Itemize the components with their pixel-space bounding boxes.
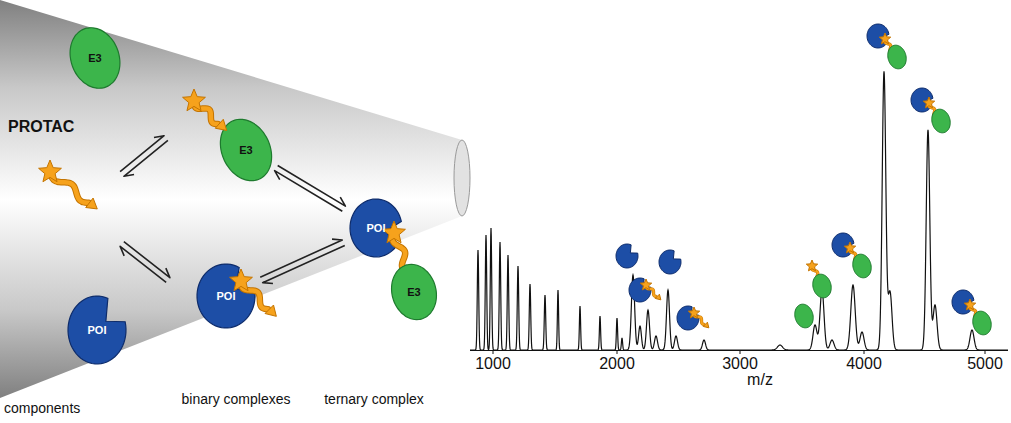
protac-ligand xyxy=(265,305,276,316)
equilibrium-arrow xyxy=(278,166,346,207)
node-label: E3 xyxy=(88,52,101,64)
equilibrium-arrow xyxy=(120,242,170,283)
e3-icon xyxy=(888,45,906,69)
stage-label: components xyxy=(4,401,80,416)
equilibrium-arrow xyxy=(120,136,164,172)
axis-title: m/z xyxy=(747,371,773,389)
e3-ligase: E3 xyxy=(221,117,271,183)
axis-tick xyxy=(740,350,741,354)
e3-icon xyxy=(795,304,813,328)
funnel xyxy=(0,0,462,398)
node-label: POI xyxy=(367,222,386,234)
protac-warhead xyxy=(183,89,206,111)
protac-warhead xyxy=(39,160,62,182)
poi-icon xyxy=(659,250,681,274)
protac-warhead xyxy=(688,307,699,318)
protac-ligand xyxy=(703,322,709,328)
protac-ligand xyxy=(86,198,98,209)
axis-tick-label: 3000 xyxy=(722,355,758,373)
protac-warhead xyxy=(923,97,934,108)
e3-ligase: E3 xyxy=(70,26,120,90)
protac-warhead xyxy=(964,299,975,310)
protac-warhead xyxy=(879,33,890,44)
bound-protac xyxy=(183,89,227,130)
node-label: E3 xyxy=(407,286,420,298)
protac-icon xyxy=(688,307,709,328)
node-label: E3 xyxy=(239,144,252,156)
axis-tick-label: 4000 xyxy=(846,355,882,373)
molecule-label: PROTAC xyxy=(8,118,74,136)
axis-tick-label: 2000 xyxy=(599,355,635,373)
node-label: POI xyxy=(217,290,236,302)
target-protein: POI xyxy=(349,198,403,258)
stage-label: binary complexes xyxy=(182,392,291,407)
protac-warhead xyxy=(230,269,253,291)
protac-warhead xyxy=(806,260,817,271)
equilibrium-arrow xyxy=(124,242,170,278)
e3-icon xyxy=(853,254,871,278)
axis-tick xyxy=(985,350,986,354)
stage-label: ternary complex xyxy=(324,392,424,407)
protac-ligand xyxy=(215,119,226,130)
poi-shape xyxy=(197,264,255,328)
equilibrium-arrow xyxy=(275,171,343,212)
e3-shape xyxy=(220,119,271,180)
axis-tick-label: 1000 xyxy=(475,355,511,373)
mass-spectrum xyxy=(470,71,1008,350)
poi-icon xyxy=(616,244,638,268)
equilibrium-arrow xyxy=(124,140,168,176)
e3-icon xyxy=(973,311,991,335)
protac-ligand xyxy=(655,294,661,300)
axis-tick xyxy=(864,350,865,354)
poi-shape xyxy=(68,296,126,364)
equilibrium-connector xyxy=(275,166,346,212)
e3-icon xyxy=(813,274,831,298)
bound-protac xyxy=(230,269,277,316)
equilibrium-arrow xyxy=(260,239,342,277)
protac-warhead xyxy=(383,221,406,243)
e3-shape xyxy=(392,264,437,319)
e3-ligase: E3 xyxy=(391,263,437,321)
target-protein: POI xyxy=(67,295,127,365)
equilibrium-arrow xyxy=(120,136,168,177)
equilibrium-arrow xyxy=(263,245,345,283)
axis-tick xyxy=(617,350,618,354)
axis-tick-label: 5000 xyxy=(967,355,1003,373)
e3-shape xyxy=(70,28,120,89)
target-protein: POI xyxy=(196,263,256,329)
protac-warhead xyxy=(640,279,651,290)
protac-warhead xyxy=(844,242,855,253)
node-label: POI xyxy=(88,324,107,336)
protac-icon xyxy=(640,279,661,300)
funnel-opening xyxy=(454,140,470,216)
equilibrium-arrow xyxy=(120,246,166,282)
equilibrium-connector xyxy=(260,239,345,283)
axis-tick xyxy=(493,350,494,354)
e3-icon xyxy=(932,109,950,133)
protac-molecule xyxy=(39,160,98,209)
